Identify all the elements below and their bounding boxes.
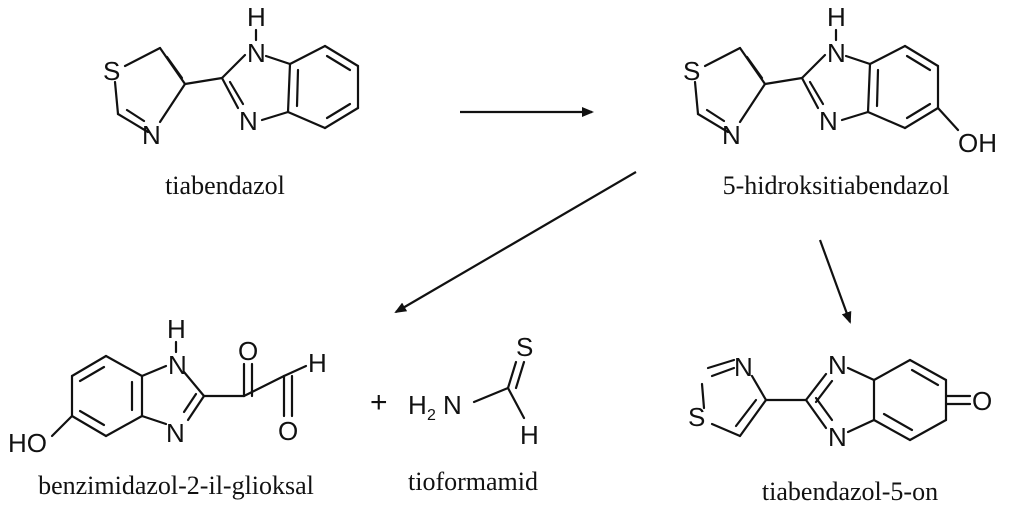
- atom-h: H: [167, 314, 186, 344]
- atom-n: N: [239, 106, 258, 136]
- atom-n: N: [166, 418, 185, 448]
- label-tiabendazol-5-on: tiabendazol-5-on: [762, 477, 938, 506]
- atom-o: O: [972, 386, 992, 416]
- label-tioformamid: tioformamid: [408, 467, 538, 496]
- atom-ho: HO: [8, 428, 47, 458]
- structure-tiabendazol-5-on: N S N N O: [688, 350, 992, 452]
- atom-n: N: [827, 38, 846, 68]
- reaction-arrow: [394, 171, 637, 314]
- atom-s: S: [516, 332, 533, 362]
- atom-h: H: [827, 2, 846, 32]
- structure-tioformamid: H 2 N S H: [408, 332, 539, 450]
- structure-tiabendazol: S N N H N: [103, 2, 360, 150]
- atom-n: N: [168, 350, 187, 380]
- atom-n: N: [819, 106, 838, 136]
- structure-benzimidazol-2-il-glioksal: HO N H N O O H: [8, 314, 327, 458]
- plus-sign: +: [370, 386, 388, 419]
- structure-5-hidroksitiabendazol: S N N H N OH: [683, 2, 997, 158]
- atom-o: O: [238, 336, 258, 366]
- atom-oh: OH: [958, 128, 997, 158]
- atom-s: S: [683, 56, 700, 86]
- atom-h: H: [520, 420, 539, 450]
- atom-h: H: [308, 348, 327, 378]
- atom-n: N: [828, 350, 847, 380]
- atom-s: S: [688, 402, 705, 432]
- atom-h: H: [247, 2, 266, 32]
- atom-subscript-2: 2: [427, 407, 436, 424]
- reaction-arrow: [818, 239, 852, 324]
- atom-n: N: [828, 422, 847, 452]
- atom-n: N: [142, 120, 161, 150]
- atom-s: S: [103, 56, 120, 86]
- atom-h2: H: [408, 390, 427, 420]
- atom-n: N: [734, 352, 753, 382]
- atom-n: N: [722, 120, 741, 150]
- label-5-hidroksitiabendazol: 5-hidroksitiabendazol: [723, 171, 950, 200]
- atom-n: N: [247, 38, 266, 68]
- label-benzimidazol-2-il-glioksal: benzimidazol-2-il-glioksal: [38, 471, 314, 500]
- label-tiabendazol: tiabendazol: [165, 171, 285, 200]
- atom-n: N: [443, 390, 462, 420]
- atom-o: O: [278, 416, 298, 446]
